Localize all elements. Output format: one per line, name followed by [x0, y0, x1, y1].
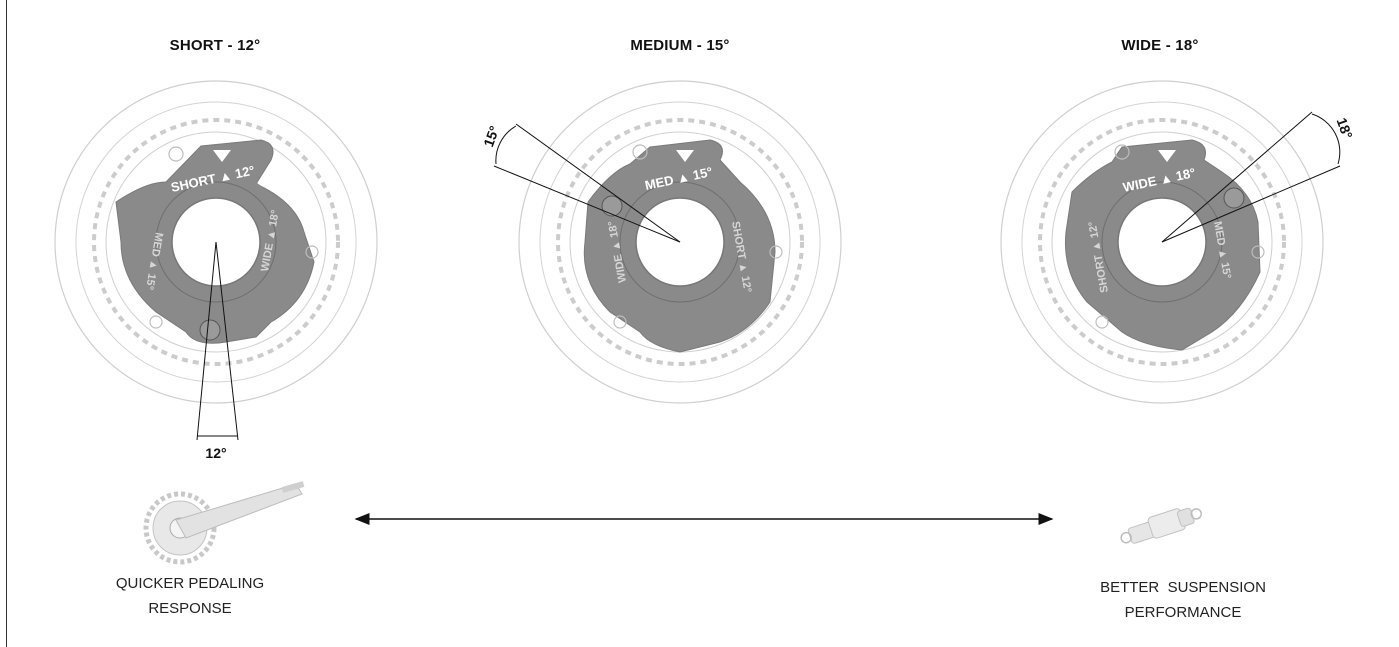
angle-label-short: 12° [205, 445, 226, 461]
title-short: SHORT - 12° [169, 37, 261, 54]
angle-lines-wide [1161, 111, 1341, 243]
caption-suspension: BETTER SUSPENSION PERFORMANCE [1063, 575, 1303, 625]
title-wide: WIDE - 18° [1121, 37, 1199, 54]
caption-pedaling: QUICKER PEDALING RESPONSE [70, 571, 310, 621]
caption-suspension-line1: BETTER SUSPENSION [1100, 579, 1266, 596]
caption-pedaling-line1: QUICKER PEDALING [115, 575, 265, 592]
chainring-medium: MED ▲ 15° SHORT ▲ 12° WIDE ▲ 18° [518, 80, 842, 404]
angle-label-medium: 15° [480, 124, 502, 149]
caption-suspension-line2: PERFORMANCE [1124, 604, 1242, 621]
angle-lines-short [196, 241, 239, 441]
angle-lines-medium [493, 123, 681, 243]
left-border-line [6, 0, 7, 647]
crankset-illustration [143, 481, 305, 565]
title-medium: MEDIUM - 15° [630, 37, 730, 54]
rear-shock-illustration [1120, 507, 1202, 544]
angle-label-wide: 18° [1334, 116, 1356, 141]
caption-pedaling-line2: RESPONSE [148, 600, 232, 617]
